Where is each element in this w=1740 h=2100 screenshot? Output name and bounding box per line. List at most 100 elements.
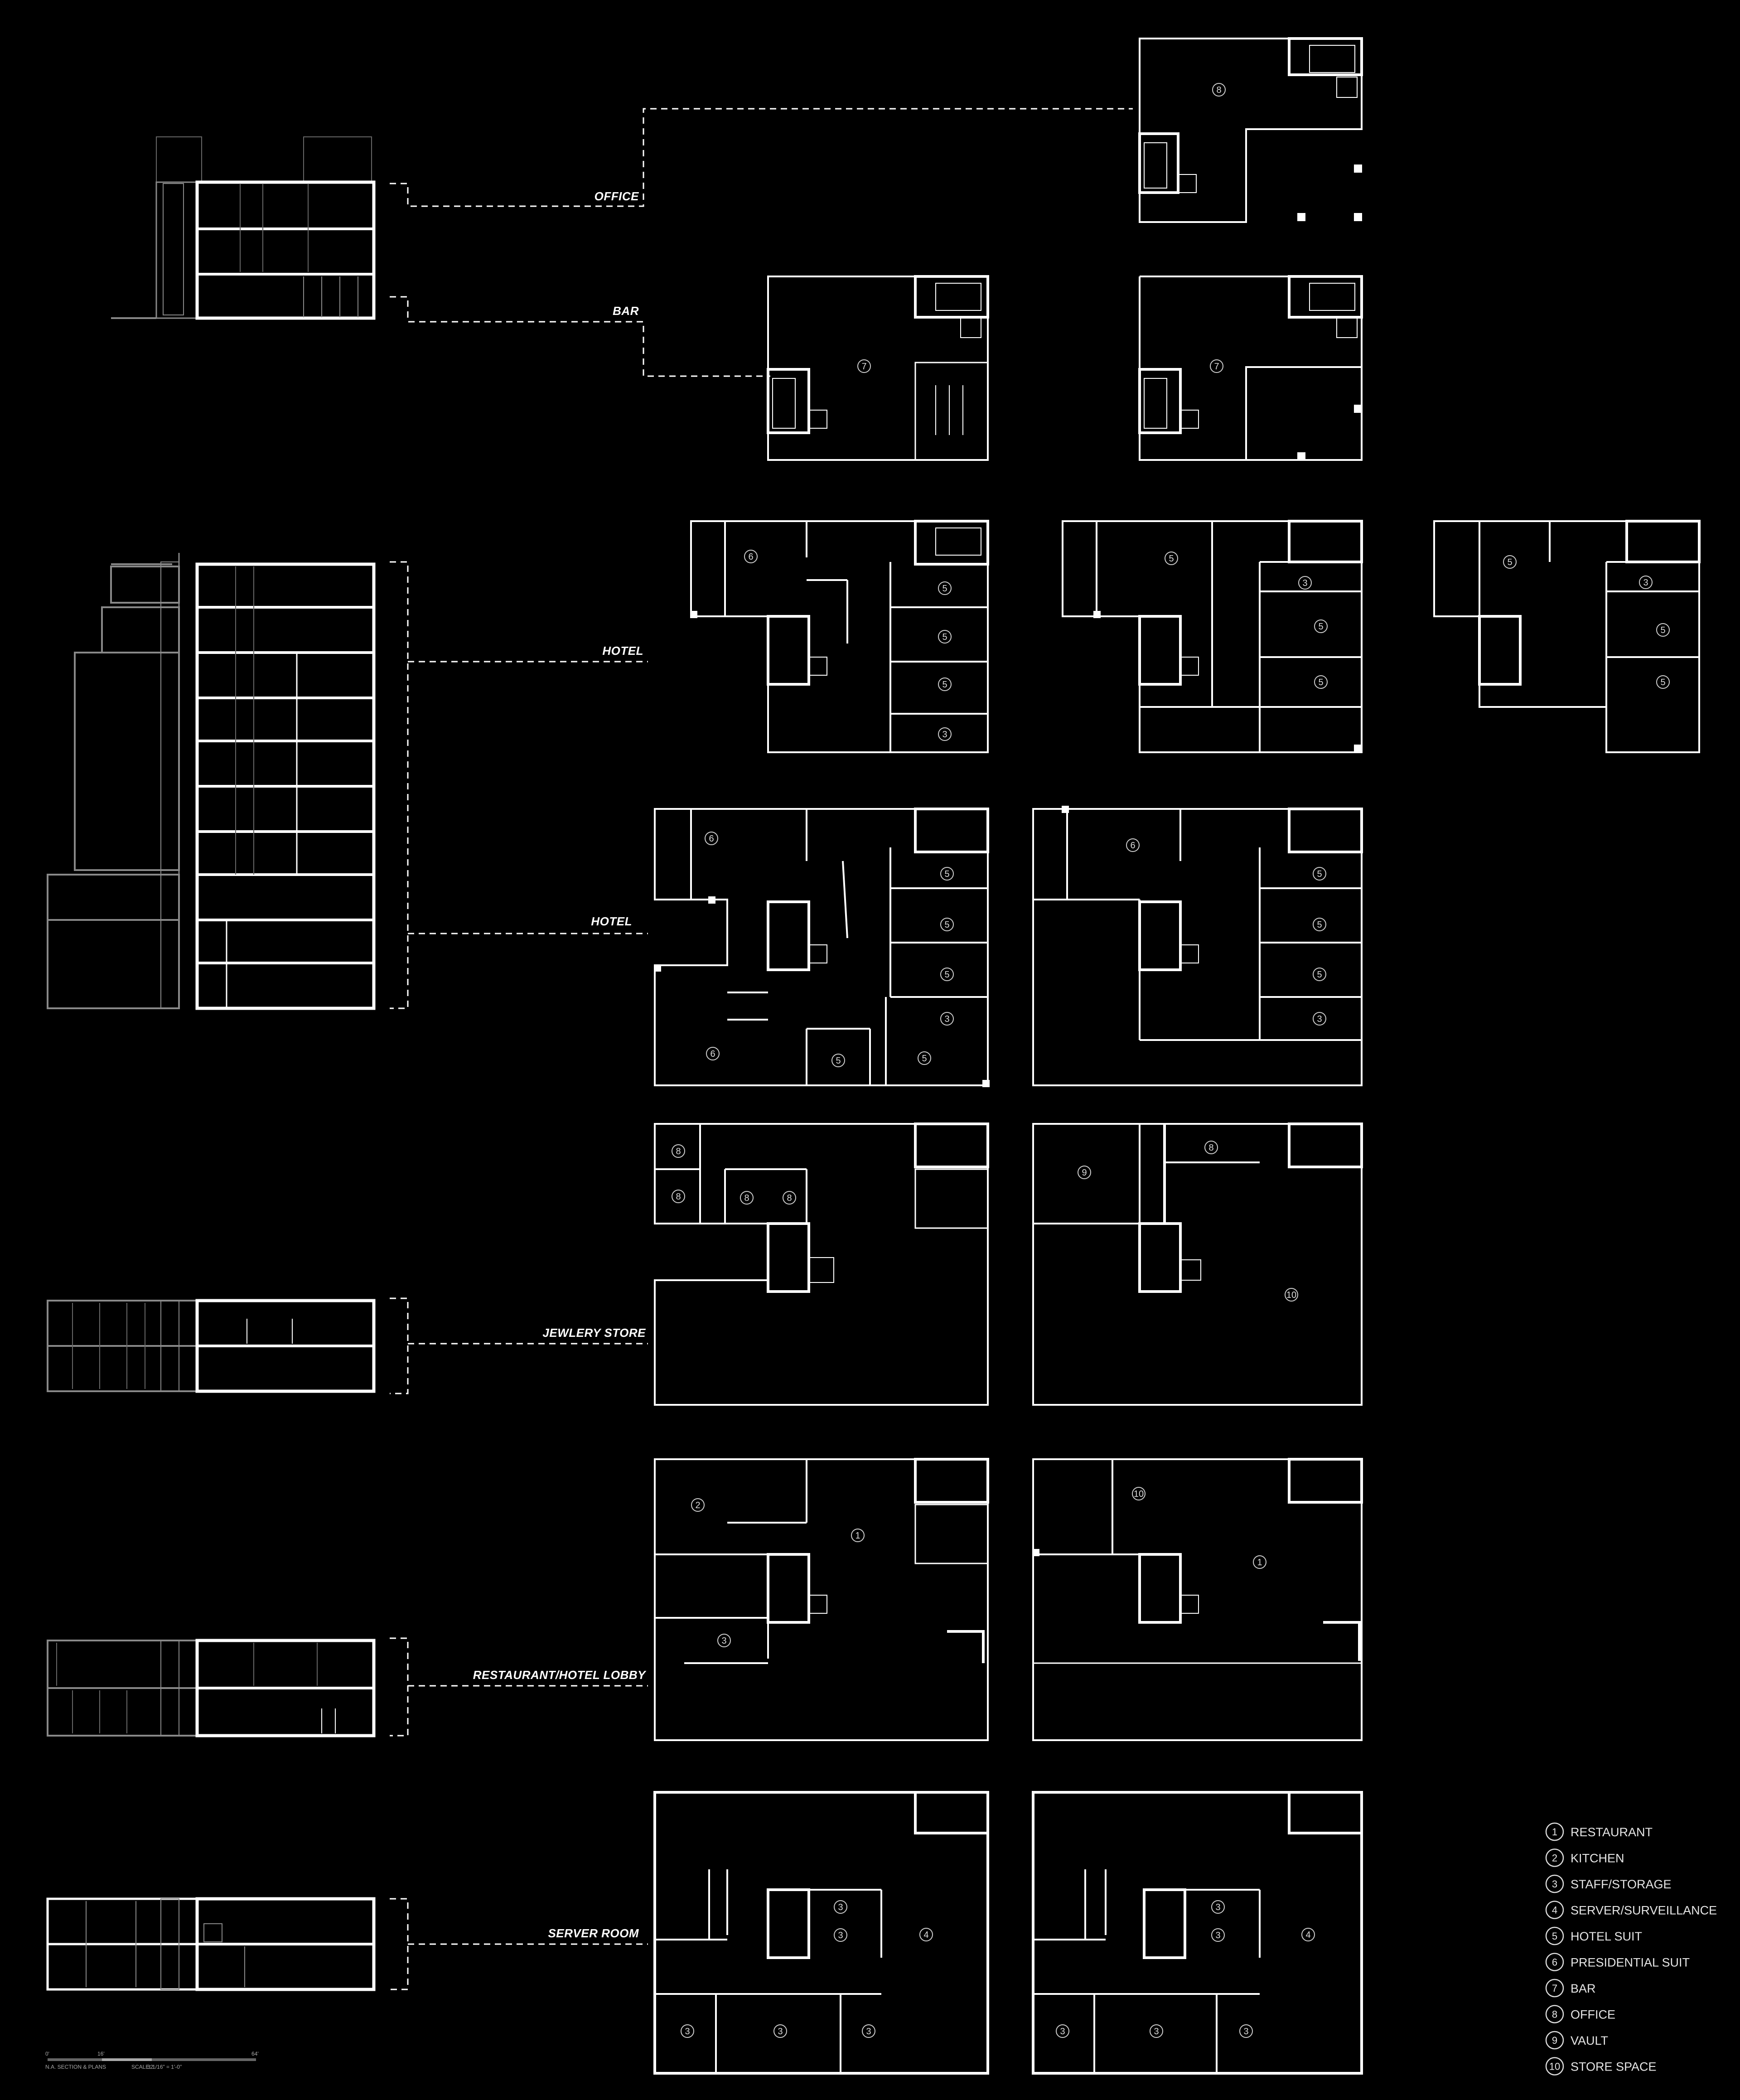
room-tag-circle [919, 1928, 933, 1941]
room-tag: 6 [744, 550, 758, 563]
plan-bar-a [767, 275, 989, 461]
room-tag-circle [1314, 675, 1328, 689]
section-jewelry [47, 1299, 376, 1393]
plan-hotel-2b [1032, 806, 1363, 1086]
room-tag-number: 5 [1317, 869, 1322, 879]
room-tag: 6 [1126, 838, 1140, 852]
room-tag: 3 [834, 1928, 847, 1942]
room-tag: 8 [783, 1191, 796, 1205]
room-tag: 4 [919, 1928, 933, 1941]
room-tag-circle [744, 550, 758, 563]
room-tag: 3 [940, 1012, 954, 1026]
room-tag-circle [851, 1529, 865, 1542]
room-tag: 10 [1132, 1487, 1146, 1500]
scale-tick-32: 32' [147, 2064, 155, 2070]
scale-tick-16: 16' [97, 2051, 105, 2057]
room-tag-circle [1056, 2024, 1069, 2038]
room-tag-number: 5 [1317, 920, 1322, 930]
section-restaurant [47, 1639, 376, 1737]
room-tag: 5 [1656, 675, 1670, 689]
legend-number: 7 [1552, 1983, 1557, 1994]
room-tag: 7 [857, 359, 871, 373]
scale-text: SCALE: 1/16" = 1'-0" [131, 2064, 182, 2070]
room-tag-circle [1132, 1487, 1146, 1500]
leader-lines [390, 108, 1133, 1990]
room-tag-circle [1211, 1928, 1225, 1942]
room-tag: 3 [1639, 576, 1653, 589]
room-tag-circle [834, 1928, 847, 1942]
plan-server-a [653, 1791, 989, 2075]
room-tag-circle [1314, 619, 1328, 633]
room-tag: 2 [691, 1498, 705, 1512]
scale-tick-64: 64' [251, 2051, 259, 2057]
legend-circle [1545, 2057, 1564, 2076]
label-office: OFFICE [594, 189, 639, 203]
room-tag-number: 5 [942, 632, 947, 642]
room-tag: 8 [672, 1144, 685, 1158]
room-tag: 5 [918, 1051, 931, 1065]
room-tag-circle [717, 1634, 731, 1647]
room-tag-circle [1301, 1928, 1315, 1941]
legend-label: STAFF/STORAGE [1571, 1877, 1672, 1891]
room-tag-circle [938, 630, 952, 644]
room-tag-number: 8 [744, 1193, 749, 1203]
room-tag-circle [672, 1144, 685, 1158]
legend-number: 9 [1552, 2035, 1557, 2046]
legend-circle [1545, 1979, 1564, 1998]
scale-bar: 0' 16' 32' 64' N.A. SECTION & PLANS SCAL… [45, 2051, 259, 2070]
room-tag: 5 [940, 867, 954, 881]
scale-tick-0: 0' [45, 2051, 49, 2057]
room-tag-number: 3 [1243, 2027, 1248, 2037]
legend-label: BAR [1571, 1982, 1596, 1995]
room-tag-number: 3 [1643, 578, 1648, 588]
room-tag-number: 6 [710, 1049, 715, 1059]
room-tag: 4 [1301, 1928, 1315, 1941]
room-tag: 5 [938, 630, 952, 644]
room-tag-number: 5 [1318, 622, 1323, 632]
room-tag-circle [831, 1054, 845, 1067]
room-tag-number: 3 [1302, 578, 1307, 588]
room-tag: 7 [1210, 359, 1223, 373]
scale-caption: N.A. SECTION & PLANS [45, 2064, 106, 2070]
room-tag: 8 [1212, 83, 1226, 97]
room-tag-number: 6 [1130, 841, 1135, 851]
room-tag-number: 3 [838, 1902, 843, 1912]
legend-number: 3 [1552, 1878, 1557, 1890]
legend-label: KITCHEN [1571, 1852, 1624, 1865]
room-tag-number: 8 [1216, 85, 1221, 95]
legend-circle [1545, 1953, 1564, 1971]
room-tag-number: 3 [1317, 1014, 1322, 1024]
room-tag: 10 [1285, 1288, 1298, 1302]
room-tag-number: 3 [1215, 1931, 1220, 1940]
plan-restaurant-b [1032, 1458, 1363, 1741]
room-tag-number: 1 [1257, 1558, 1262, 1568]
room-tag-number: 8 [676, 1192, 681, 1202]
plan-bar-b [1138, 275, 1363, 461]
room-tag-circle [1313, 918, 1326, 931]
legend-item: 3 STAFF/STORAGE [1545, 1874, 1672, 1893]
label-restaurant-lobby: RESTAURANT/HOTEL LOBBY [473, 1668, 647, 1682]
legend-number: 8 [1552, 2009, 1557, 2020]
room-tag: 3 [681, 2024, 694, 2038]
room-tag-circle [1313, 968, 1326, 981]
room-tag-number: 4 [923, 1930, 928, 1940]
room-tag-circle [783, 1191, 796, 1205]
room-tag-circle [1253, 1555, 1266, 1569]
room-tag-number: 10 [1134, 1489, 1144, 1499]
room-tag: 3 [938, 727, 952, 741]
plan-server-b [1032, 1791, 1363, 2075]
room-tag-circle [940, 918, 954, 931]
room-tag-number: 6 [709, 834, 714, 844]
legend-number: 4 [1552, 1905, 1557, 1916]
legend-circle [1545, 2031, 1564, 2050]
room-tag: 3 [1211, 1928, 1225, 1942]
plan-restaurant-a [654, 1458, 989, 1741]
room-tag-circle [1313, 867, 1326, 881]
room-tag-number: 10 [1286, 1290, 1296, 1300]
room-tag-circle [918, 1051, 931, 1065]
legend-number: 2 [1552, 1853, 1557, 1864]
room-tag: 5 [831, 1054, 845, 1067]
legend-number: 1 [1552, 1826, 1557, 1838]
